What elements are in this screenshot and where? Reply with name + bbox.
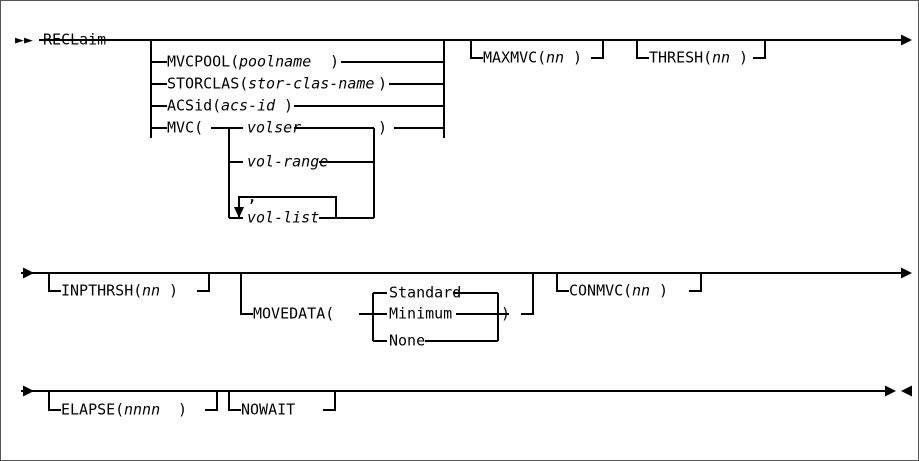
arg-thresh-nn[interactable]: nn — [712, 48, 731, 67]
arg-conmvc-nn[interactable]: nn — [632, 281, 651, 300]
keyword-acsid[interactable]: ACSid( — [167, 96, 222, 115]
close-paren-mvc: ) — [378, 118, 388, 137]
close-paren-inpthrsh: ) — [169, 281, 179, 300]
choice-none[interactable]: None — [389, 331, 426, 350]
keyword-reclaim: RECLaim — [43, 30, 107, 49]
row-2-rails — [21, 267, 912, 342]
keyword-thresh[interactable]: THRESH( — [649, 48, 713, 67]
vol-list-separator-comma: , — [247, 186, 258, 207]
keyword-conmvc[interactable]: CONMVC( — [569, 281, 633, 300]
close-paren-maxmvc: ) — [573, 48, 583, 67]
arg-mvcpool-poolname[interactable]: poolname — [239, 52, 312, 71]
start-marker-row-1: ►► — [15, 30, 34, 49]
keyword-movedata[interactable]: MOVEDATA( — [253, 304, 335, 323]
keyword-maxmvc[interactable]: MAXMVC( — [483, 48, 547, 67]
choice-vol-list[interactable]: vol-list — [247, 208, 320, 227]
row-3-start-arrow — [23, 385, 34, 397]
close-paren-conmvc: ) — [659, 281, 669, 300]
row-3-end-arrow-left — [901, 385, 912, 397]
arg-elapse-nnnn[interactable]: nnnn — [124, 400, 161, 419]
close-paren-elapse: ) — [178, 400, 188, 419]
arg-storclas-name[interactable]: stor-clas-name — [248, 74, 375, 93]
close-paren-storclas: ) — [378, 74, 388, 93]
close-paren-thresh: ) — [739, 48, 749, 67]
choice-volser[interactable]: volser — [247, 118, 302, 137]
row-1-end-arrow — [901, 34, 912, 46]
close-paren-movedata: ) — [501, 304, 511, 323]
vol-list-loop-arrow — [234, 207, 244, 218]
choice-standard[interactable]: Standard — [389, 283, 462, 302]
keyword-mvc[interactable]: MVC( — [167, 118, 204, 137]
choice-vol-range[interactable]: vol-range — [247, 152, 329, 171]
arg-inpthrsh-nn[interactable]: nn — [142, 281, 161, 300]
arg-acsid[interactable]: acs-id — [221, 96, 276, 115]
arg-maxmvc-nn[interactable]: nn — [546, 48, 565, 67]
keyword-elapse[interactable]: ELAPSE( — [61, 400, 125, 419]
keyword-inpthrsh[interactable]: INPTHRSH( — [61, 281, 143, 300]
close-paren-acsid: ) — [284, 96, 294, 115]
row-2-start-arrow — [23, 267, 34, 279]
choice-minimum[interactable]: Minimum — [389, 304, 453, 323]
keyword-mvcpool[interactable]: MVCPOOL( — [167, 52, 240, 71]
keyword-nowait[interactable]: NOWAIT — [241, 400, 296, 419]
close-paren-mvcpool: ) — [330, 52, 340, 71]
keyword-storclas[interactable]: STORCLAS( — [167, 74, 249, 93]
row-3-end-arrow-right — [885, 385, 896, 397]
row-2-end-arrow — [901, 267, 912, 279]
